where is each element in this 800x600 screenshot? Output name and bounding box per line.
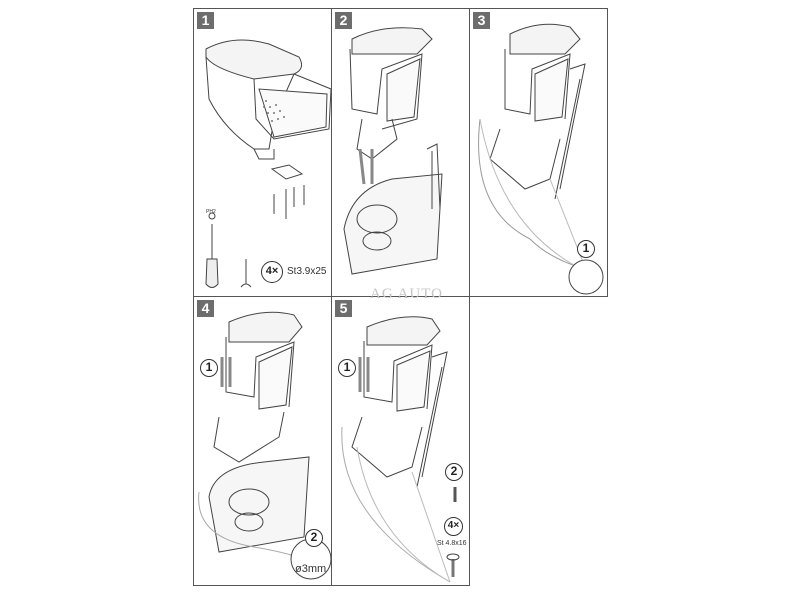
quantity-badge: 4× xyxy=(261,261,283,283)
armrest-illustration xyxy=(343,27,443,275)
step-number-badge: 3 xyxy=(473,12,490,29)
step-1-panel: 1 PH2 4× St3.9x25 xyxy=(193,8,332,297)
screw-spec-label: St3.9x25 xyxy=(287,266,327,277)
callout-badge-1: 1 xyxy=(338,359,356,377)
step-2-panel: 2 xyxy=(331,8,470,297)
watermark: AG AUTO xyxy=(370,286,443,302)
armrest-illustration xyxy=(478,23,604,295)
step-5-panel: 5 1 2 4× St 4.8x16 xyxy=(331,296,470,586)
callout-badge: 1 xyxy=(577,240,595,258)
armrest-illustration xyxy=(198,311,332,580)
callout-badge-1: 1 xyxy=(200,359,218,377)
screw-spec-label: St 4.8x16 xyxy=(437,540,467,547)
step-3-panel: 3 1 xyxy=(469,8,608,297)
step-number-badge: 5 xyxy=(335,300,352,317)
armrest-illustration xyxy=(341,316,460,583)
step-number-badge: 1 xyxy=(197,12,214,29)
callout-badge-2: 2 xyxy=(305,529,323,547)
step-number-badge: 4 xyxy=(197,300,214,317)
quantity-badge: 4× xyxy=(444,517,463,536)
armrest-illustration xyxy=(205,39,332,288)
screwdriver-size-label: PH2 xyxy=(206,209,216,215)
drill-size-label: ø3mm xyxy=(295,563,327,575)
step-number-badge: 2 xyxy=(335,12,352,29)
step-4-panel: 4 1 2 ø3mm xyxy=(193,296,332,586)
callout-badge-2: 2 xyxy=(445,463,463,481)
